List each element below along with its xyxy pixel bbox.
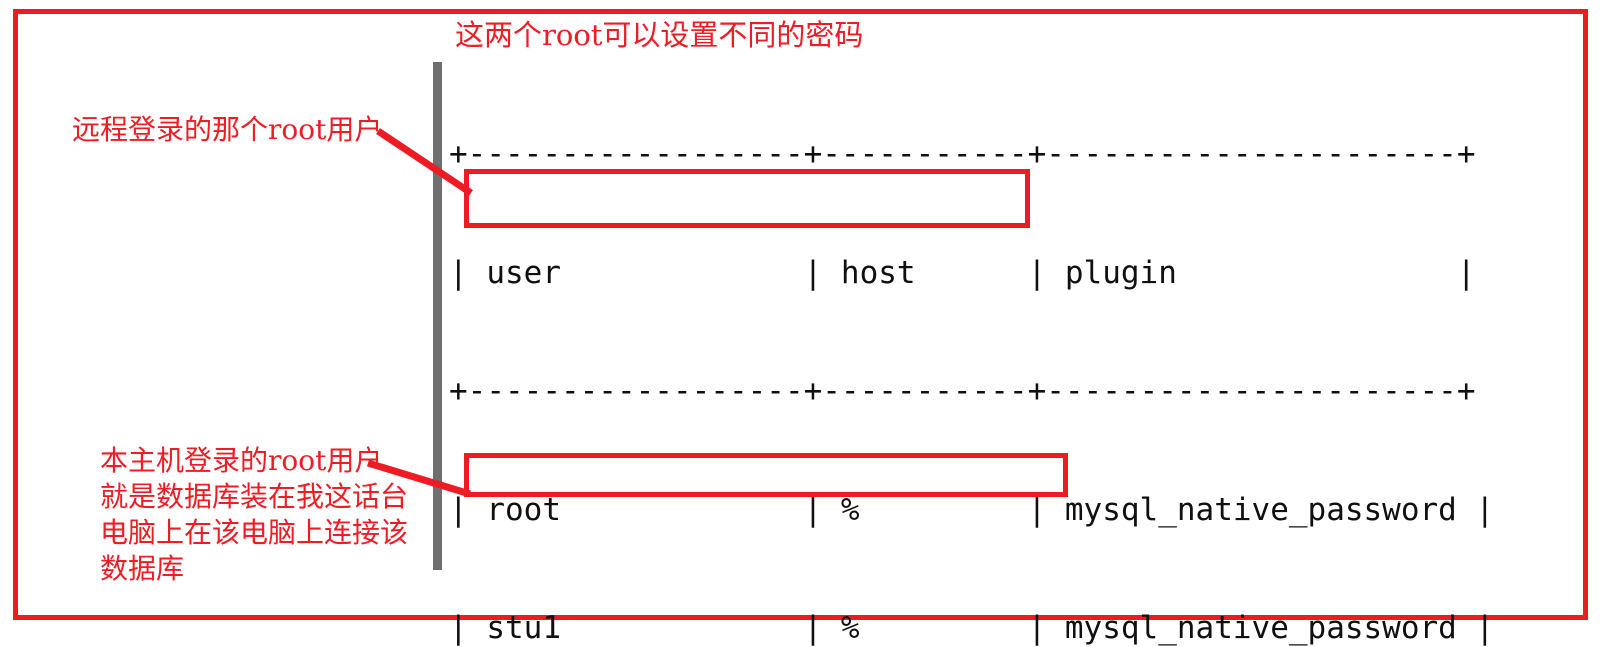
table-row: | stu1 | % | mysql_native_password | bbox=[449, 610, 1495, 646]
table-header-row: | user | host | plugin | bbox=[449, 254, 1476, 291]
annotation-two-roots: 这两个root可以设置不同的密码 bbox=[455, 18, 864, 52]
table-border-header: +------------------+-----------+--------… bbox=[449, 373, 1476, 409]
table-row: | root | % | mysql_native_password | bbox=[449, 491, 1495, 528]
terminal-gutter-bar bbox=[433, 62, 442, 570]
annotation-localhost-root-user: 本主机登录的root用户 就是数据库装在我这话台 电脑上在该电脑上连接该 数据库 bbox=[100, 444, 409, 585]
mysql-user-table: +------------------+-----------+--------… bbox=[449, 56, 1494, 647]
table-border-top: +------------------+-----------+--------… bbox=[449, 136, 1476, 172]
annotation-remote-root-user: 远程登录的那个root用户 bbox=[72, 113, 383, 146]
